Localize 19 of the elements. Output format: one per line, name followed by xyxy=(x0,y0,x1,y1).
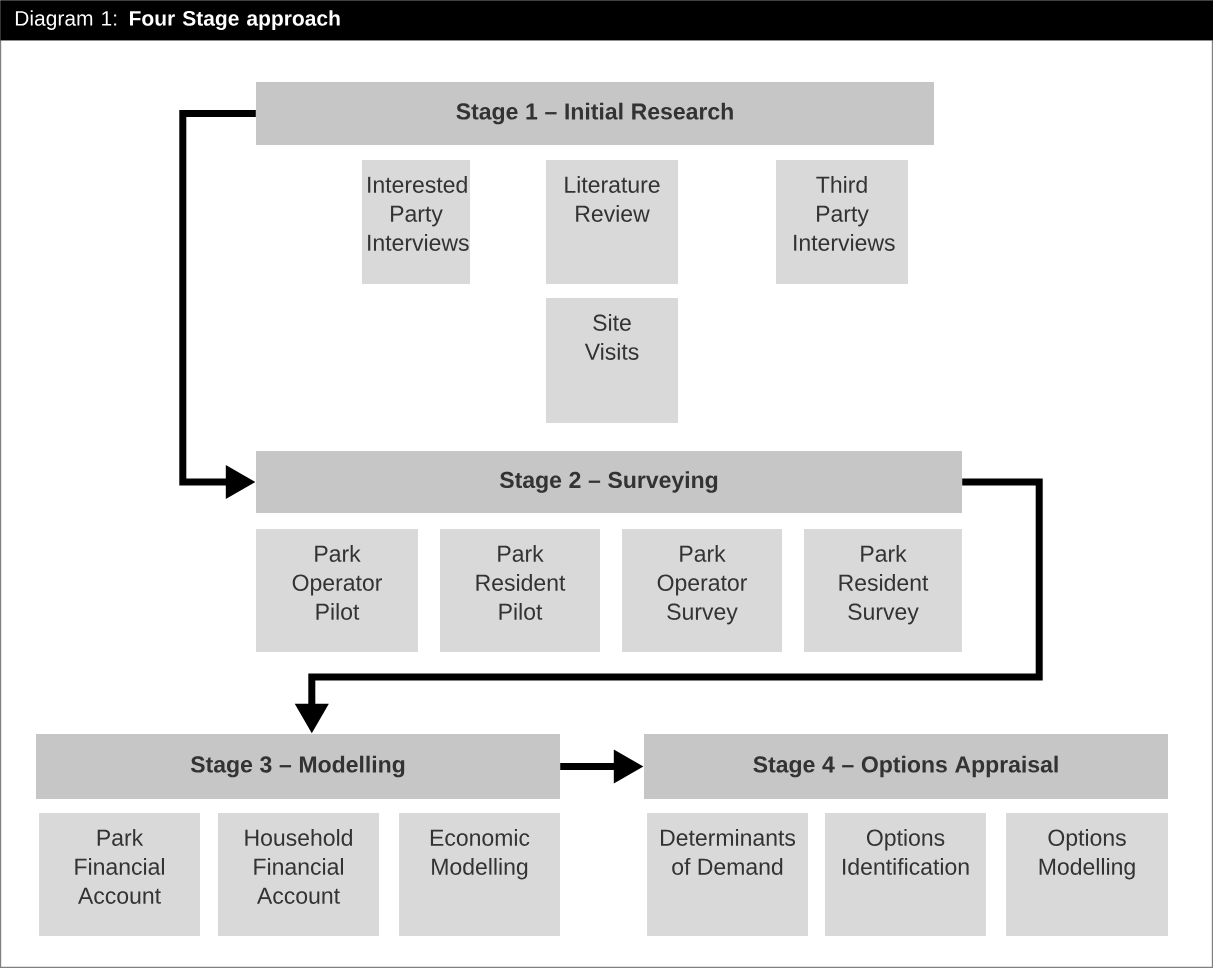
activity-box: Park Operator Survey xyxy=(622,529,782,652)
activity-box: Site Visits xyxy=(546,298,678,423)
activity-box: Literature Review xyxy=(546,160,678,284)
activity-box: Options Identification xyxy=(825,813,986,936)
stage-header-box: Stage 4 – Options Appraisal xyxy=(644,734,1168,799)
stage-header-box: Stage 2 – Surveying xyxy=(256,451,962,513)
stage-header-box: Stage 1 – Initial Research xyxy=(256,82,934,145)
activity-box: Household Financial Account xyxy=(218,813,379,936)
activity-box: Interested Party Interviews xyxy=(362,160,470,284)
activity-box: Park Financial Account xyxy=(39,813,200,936)
title-bar: Diagram 1: Four Stage approach xyxy=(0,0,1213,41)
activity-box: Park Resident Survey xyxy=(804,529,962,652)
activity-box: Options Modelling xyxy=(1006,813,1168,936)
activity-box: Park Operator Pilot xyxy=(256,529,418,652)
activity-box: Economic Modelling xyxy=(399,813,560,936)
activity-box: Third Party Interviews xyxy=(776,160,908,284)
stage-header-box: Stage 3 – Modelling xyxy=(36,734,560,799)
activity-box: Determinants of Demand xyxy=(647,813,808,936)
activity-box: Park Resident Pilot xyxy=(440,529,600,652)
